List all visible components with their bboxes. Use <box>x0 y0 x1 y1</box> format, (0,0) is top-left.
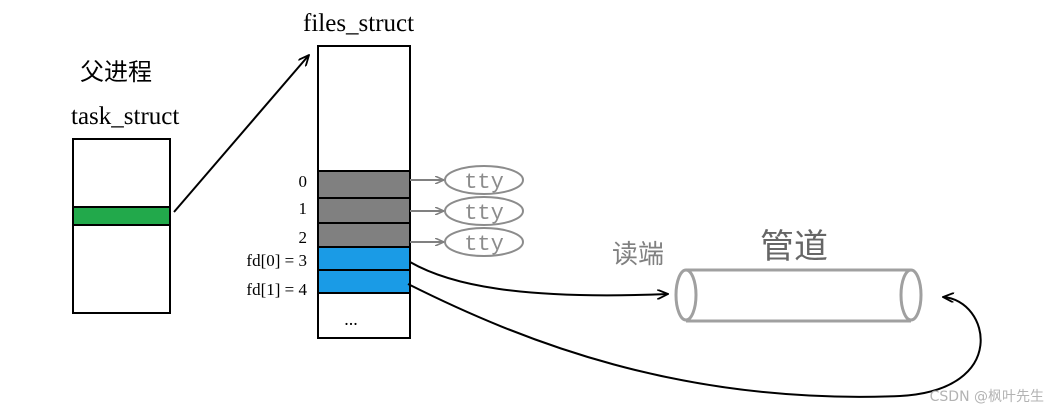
fd-cell-2 <box>319 224 409 247</box>
tty-device-2 <box>444 227 524 257</box>
read-end-arrow <box>409 261 668 295</box>
watermark: CSDN @枫叶先生 <box>929 389 1044 405</box>
fd-cell-3 <box>319 248 409 270</box>
tty-device-1 <box>444 196 524 226</box>
read-end-label: 读端 <box>612 240 664 270</box>
pipe-cylinder <box>674 268 923 323</box>
parent-process-label: 父进程 <box>80 58 152 86</box>
pipe-label: 管道 <box>760 227 828 267</box>
fd-label-3: fd[0] = 3 <box>246 251 307 270</box>
write-end-arrow <box>407 283 982 398</box>
task-struct-files-field <box>74 207 169 225</box>
task-struct-label: task_struct <box>71 103 179 130</box>
fd-cell-1 <box>319 199 409 223</box>
files-struct-label: files_struct <box>303 10 414 37</box>
fd-ellipsis: ... <box>344 309 358 329</box>
fd-label-0: 0 <box>299 172 308 191</box>
tty-label-2: tty <box>464 232 504 257</box>
fd-cell-4 <box>319 271 409 293</box>
fd-cell-0 <box>319 172 409 198</box>
tty-label-1: tty <box>464 201 504 226</box>
tty-label-0: tty <box>464 170 504 195</box>
fd-label-2: 2 <box>299 228 308 247</box>
fd-label-1: 1 <box>299 199 308 218</box>
fd-label-4: fd[1] = 4 <box>246 280 307 299</box>
task-to-files-arrow <box>173 55 309 213</box>
tty-device-0 <box>444 165 524 195</box>
